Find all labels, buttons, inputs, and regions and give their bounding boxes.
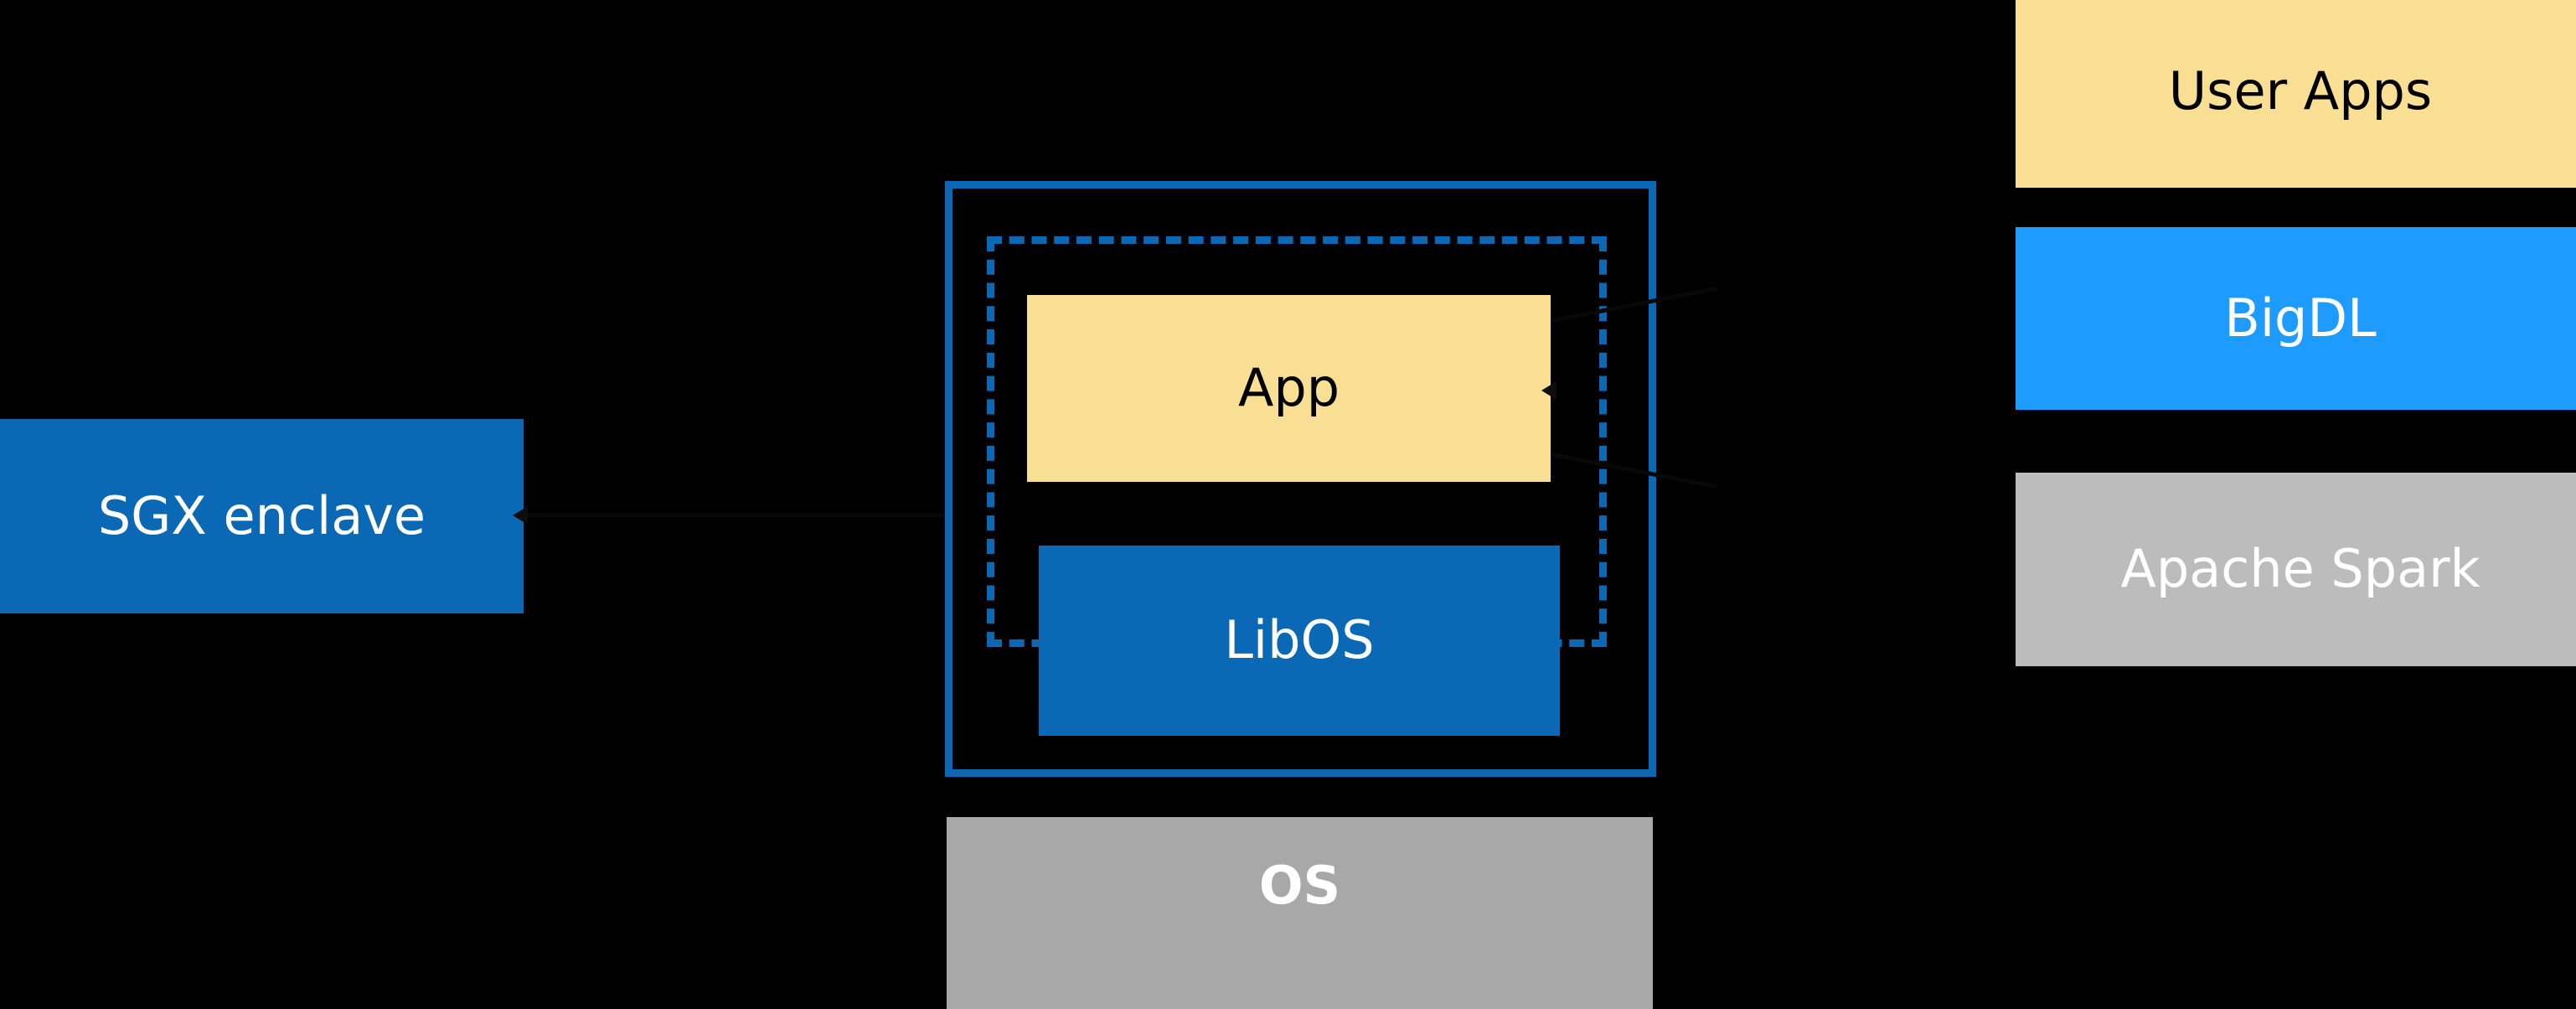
sgx-enclave-box[interactable]: SGX enclave	[0, 419, 524, 613]
apache-spark-label: Apache Spark	[2120, 538, 2480, 600]
app-connector-arrowhead-icon	[1541, 381, 1556, 400]
sgx-enclave-label: SGX enclave	[97, 484, 426, 546]
bigdl-box[interactable]: BigDL	[2016, 227, 2576, 410]
libos-box[interactable]: LibOS	[1039, 546, 1560, 736]
os-box[interactable]: OS	[947, 817, 1653, 1009]
sgx-connector-arrowhead-icon	[513, 506, 528, 525]
app-label: App	[1237, 357, 1340, 419]
libos-label: LibOS	[1224, 609, 1375, 671]
user-apps-box[interactable]: User Apps	[2016, 0, 2576, 188]
apache-spark-box[interactable]: Apache Spark	[2016, 473, 2576, 666]
bigdl-label: BigDL	[2224, 287, 2377, 349]
app-box[interactable]: App	[1027, 295, 1551, 482]
enclave-frame-solid-border	[945, 181, 1656, 777]
os-label: OS	[1258, 855, 1341, 916]
sgx-connector-line	[524, 513, 947, 517]
user-apps-label: User Apps	[2168, 60, 2433, 122]
